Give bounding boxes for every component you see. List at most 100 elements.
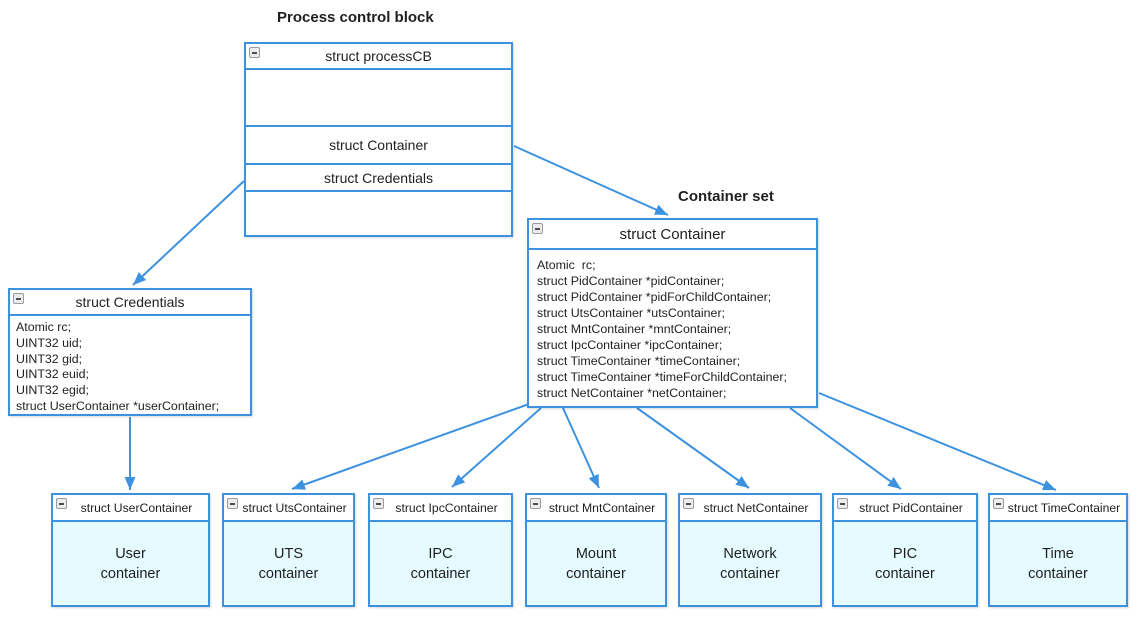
arrow-processcb-to-container: [513, 145, 669, 216]
container-title: struct Container: [619, 225, 726, 243]
collapse-icon[interactable]: [530, 498, 541, 509]
process-cb-row-credentials[interactable]: struct Credentials: [246, 163, 511, 190]
arrow-processcb-to-credentials: [132, 180, 245, 286]
mnt-container-body: Mount container: [527, 520, 665, 605]
collapse-icon[interactable]: [249, 47, 260, 58]
field-line: struct NetContainer *netContainer;: [537, 386, 727, 400]
process-cb-box[interactable]: struct processCB struct Container struct…: [244, 42, 513, 237]
field-line: struct UtsContainer *utsContainer;: [537, 306, 726, 320]
field-line: Atomic rc;: [537, 258, 596, 272]
leaf-title: struct MntContainer: [548, 500, 656, 515]
arrow-container-to-uts: [291, 403, 530, 490]
field-line: Atomic rc;: [16, 320, 72, 334]
collapse-icon[interactable]: [993, 498, 1004, 509]
field-line: UINT32 gid;: [16, 351, 83, 366]
arrow-container-to-mnt: [562, 407, 600, 489]
leaf-title: struct UtsContainer: [242, 500, 347, 515]
mnt-container-header: struct MntContainer: [527, 495, 665, 520]
collapse-icon[interactable]: [13, 293, 24, 304]
minus-glyph: [59, 502, 64, 505]
time-container-box[interactable]: struct TimeContainer Time container: [988, 493, 1128, 607]
field-line: struct PidContainer *pidForChildContaine…: [537, 290, 772, 304]
leaf-label-line: container: [258, 565, 319, 582]
collapse-icon[interactable]: [532, 223, 543, 234]
field-line: UINT32 uid;: [16, 335, 83, 350]
process-cb-header: struct processCB: [246, 44, 511, 68]
container-header: struct Container: [529, 220, 816, 248]
uts-container-box[interactable]: struct UtsContainer UTS container: [222, 493, 355, 607]
pid-container-header: struct PidContainer: [834, 495, 976, 520]
leaf-label-line: User: [115, 545, 146, 562]
minus-glyph: [376, 502, 381, 505]
minus-glyph: [686, 502, 691, 505]
uts-container-body: UTS container: [224, 520, 353, 605]
minus-glyph: [996, 502, 1001, 505]
user-container-box[interactable]: struct UserContainer User container: [51, 493, 210, 607]
leaf-label-line: Time: [1042, 545, 1074, 562]
leaf-label-line: container: [100, 565, 161, 582]
ipc-container-body: IPC container: [370, 520, 511, 605]
container-box[interactable]: struct Container Atomic rc; struct PidCo…: [527, 218, 818, 408]
net-container-header: struct NetContainer: [680, 495, 820, 520]
arrow-container-to-net: [636, 407, 750, 489]
leaf-label-line: container: [566, 565, 626, 582]
field-line: struct TimeContainer *timeContainer;: [537, 354, 741, 368]
ipc-container-header: struct IpcContainer: [370, 495, 511, 520]
leaf-title: struct TimeContainer: [1007, 500, 1121, 515]
arrow-container-to-time: [818, 392, 1057, 491]
arrow-container-to-pid: [789, 407, 902, 490]
field-line: struct PidContainer *pidContainer;: [537, 274, 725, 288]
leaf-label-line: Network: [723, 545, 777, 562]
uts-container-header: struct UtsContainer: [224, 495, 353, 520]
leaf-title: struct IpcContainer: [395, 500, 498, 515]
user-container-body: User container: [53, 520, 208, 605]
time-container-body: Time container: [990, 520, 1126, 605]
mnt-container-box[interactable]: struct MntContainer Mount container: [525, 493, 667, 607]
minus-glyph: [535, 227, 540, 230]
process-cb-title: struct processCB: [325, 48, 432, 64]
title-container-set: Container set: [678, 188, 774, 205]
minus-glyph: [16, 297, 21, 300]
credentials-box[interactable]: struct Credentials Atomic rc; UINT32 uid…: [8, 288, 252, 416]
time-container-header: struct TimeContainer: [990, 495, 1126, 520]
container-fields: Atomic rc; struct PidContainer *pidConta…: [529, 248, 816, 406]
minus-glyph: [252, 51, 257, 54]
leaf-title: struct PidContainer: [859, 500, 963, 515]
leaf-label-line: container: [410, 565, 471, 582]
field-line: UINT32 euid;: [16, 367, 90, 382]
field-line: struct IpcContainer *ipcContainer;: [537, 338, 723, 352]
leaf-label-line: IPC: [428, 545, 453, 562]
user-container-header: struct UserContainer: [53, 495, 208, 520]
leaf-label-line: Mount: [575, 545, 617, 562]
field-line: struct UserContainer *userContainer;: [16, 398, 220, 413]
pid-container-box[interactable]: struct PidContainer PIC container: [832, 493, 978, 607]
collapse-icon[interactable]: [837, 498, 848, 509]
minus-glyph: [230, 502, 235, 505]
arrow-container-to-ipc: [451, 407, 542, 488]
credentials-fields: Atomic rc; UINT32 uid; UINT32 gid; UINT3…: [10, 314, 250, 415]
leaf-label-line: container: [720, 565, 780, 582]
leaf-label-line: UTS: [274, 545, 303, 562]
leaf-label-line: PIC: [892, 545, 918, 562]
collapse-icon[interactable]: [227, 498, 238, 509]
collapse-icon[interactable]: [683, 498, 694, 509]
process-cb-empty-row-2: [246, 190, 511, 235]
field-line: struct MntContainer *mntContainer;: [537, 322, 732, 336]
pid-container-body: PIC container: [834, 520, 976, 605]
title-process-control-block: Process control block: [277, 9, 434, 26]
collapse-icon[interactable]: [56, 498, 67, 509]
field-line: UINT32 egid;: [16, 383, 90, 398]
net-container-box[interactable]: struct NetContainer Network container: [678, 493, 822, 607]
net-container-body: Network container: [680, 520, 820, 605]
ipc-container-box[interactable]: struct IpcContainer IPC container: [368, 493, 513, 607]
process-cb-empty-row-1: [246, 68, 511, 125]
collapse-icon[interactable]: [373, 498, 384, 509]
leaf-title: struct UserContainer: [80, 500, 193, 515]
process-cb-row-container[interactable]: struct Container: [246, 125, 511, 163]
leaf-title: struct NetContainer: [703, 500, 809, 515]
leaf-label-line: container: [1028, 565, 1088, 582]
minus-glyph: [840, 502, 845, 505]
leaf-label-line: container: [875, 565, 935, 582]
